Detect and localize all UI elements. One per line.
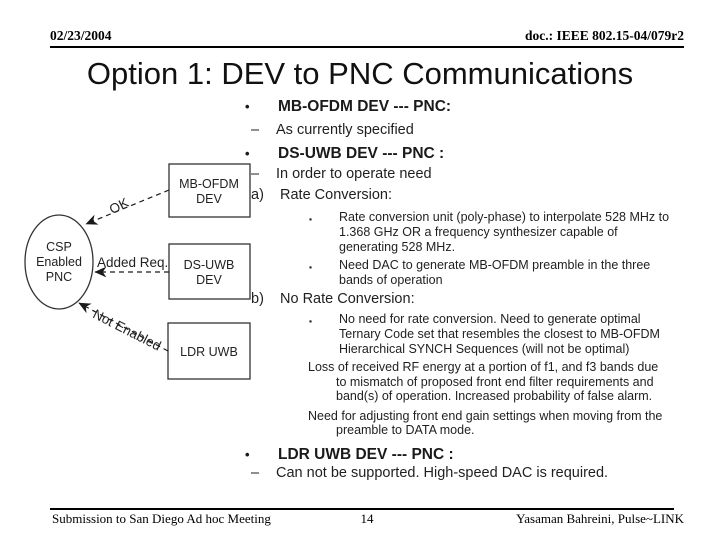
slide-body: • MB-OFDM DEV --- PNC: – As currently sp… <box>243 98 720 481</box>
footer-author: Yasaman Bahreini, Pulse~LINK <box>516 511 684 526</box>
letter-marker: a) <box>251 187 264 203</box>
header-doc-number: doc.: IEEE 802.15-04/079r2 <box>524 28 684 43</box>
sub-bullet: – Can not be supported. High-speed DAC i… <box>251 464 720 481</box>
bullet-marker: • <box>245 99 250 114</box>
bullet-marker: • <box>245 146 250 161</box>
square-marker: ▪ <box>309 261 313 272</box>
ds-uwb-dev-label-line1: DS-UWB <box>184 258 235 272</box>
footer-rule <box>50 508 674 510</box>
dev-pnc-diagram: CSP Enabled PNC MB-OFDM DEV DS-UWB DEV L… <box>24 163 251 380</box>
bullet-text: DS-UWB DEV --- PNC : <box>278 145 445 162</box>
letter-marker: b) <box>251 290 264 307</box>
note-paragraph: Need for adjusting front end gain settin… <box>308 408 663 438</box>
bullet-ds-uwb: • DS-UWB DEV --- PNC : <box>243 145 720 163</box>
ellipse-label-line3: PNC <box>46 270 72 284</box>
lettered-item-a: a) Rate Conversion: <box>251 187 720 204</box>
dash-marker: – <box>251 122 260 138</box>
dash-marker: – <box>251 464 260 481</box>
ellipse-label-line2: Enabled <box>36 255 82 269</box>
page-title: Option 1: DEV to PNC Communications <box>86 56 634 91</box>
arrow-label-added-req: Added Req. <box>97 255 168 270</box>
lettered-item-b: b) No Rate Conversion: <box>251 290 720 308</box>
note-paragraph: Loss of received RF energy at a portion … <box>308 360 659 403</box>
bullet-text: LDR UWB DEV --- PNC : <box>278 445 454 463</box>
lettered-item-text: No Rate Conversion: <box>280 290 415 307</box>
sub-bullet: – In order to operate need <box>251 167 720 182</box>
ds-uwb-dev-label-line2: DEV <box>196 273 222 287</box>
bullet-mb-ofdm: • MB-OFDM DEV --- PNC: <box>243 98 720 116</box>
slide-header: 02/23/2004 doc.: IEEE 802.15-04/079r2 <box>50 28 684 46</box>
arrow-mb-ofdm-to-pnc <box>85 189 170 225</box>
mb-ofdm-dev-label-line2: DEV <box>196 192 222 206</box>
ellipse-label-line1: CSP <box>46 240 72 254</box>
square-marker: ▪ <box>309 213 313 224</box>
ldr-uwb-box <box>167 322 251 380</box>
bullet-text: MB-OFDM DEV --- PNC: <box>278 98 452 115</box>
footer-submission: Submission to San Diego Ad hoc Meeting <box>52 511 271 526</box>
header-date: 02/23/2004 <box>50 28 112 43</box>
sub-bullet-text: As currently specified <box>276 122 414 138</box>
detail-bullet: ▪ Need DAC to generate MB-OFDM preamble … <box>306 258 720 288</box>
bullet-marker: • <box>245 446 250 462</box>
mb-ofdm-dev-label-line1: MB-OFDM <box>179 177 239 191</box>
detail-bullet: ▪ No need for rate conversion. Need to g… <box>306 312 720 357</box>
sub-bullet: – As currently specified <box>251 123 720 138</box>
arrow-ldr-uwb-to-pnc <box>78 302 169 352</box>
ldr-uwb-label: LDR UWB <box>180 345 238 359</box>
square-marker: ▪ <box>309 316 313 326</box>
arrow-label-not-enabled: Not Enabled <box>91 306 164 353</box>
detail-text: No need for rate conversion. Need to gen… <box>339 312 660 356</box>
csp-pnc-ellipse <box>24 214 94 310</box>
lettered-item-text: Rate Conversion: <box>280 187 393 203</box>
dash-marker: – <box>251 166 260 182</box>
mb-ofdm-dev-box <box>168 163 251 218</box>
footer-page-number: 14 <box>360 511 374 526</box>
bullet-ldr-uwb: • LDR UWB DEV --- PNC : <box>243 446 720 464</box>
slide-footer: Submission to San Diego Ad hoc Meeting 1… <box>50 511 684 527</box>
ds-uwb-dev-box <box>168 243 251 300</box>
detail-text: Rate conversion unit (poly-phase) to int… <box>339 209 670 254</box>
detail-bullet: ▪ Rate conversion unit (poly-phase) to i… <box>306 210 720 255</box>
header-rule <box>50 46 684 48</box>
sub-bullet-text: Can not be supported. High-speed DAC is … <box>276 464 609 481</box>
detail-text: Need DAC to generate MB-OFDM preamble in… <box>339 257 651 287</box>
sub-bullet-text: In order to operate need <box>276 166 432 182</box>
